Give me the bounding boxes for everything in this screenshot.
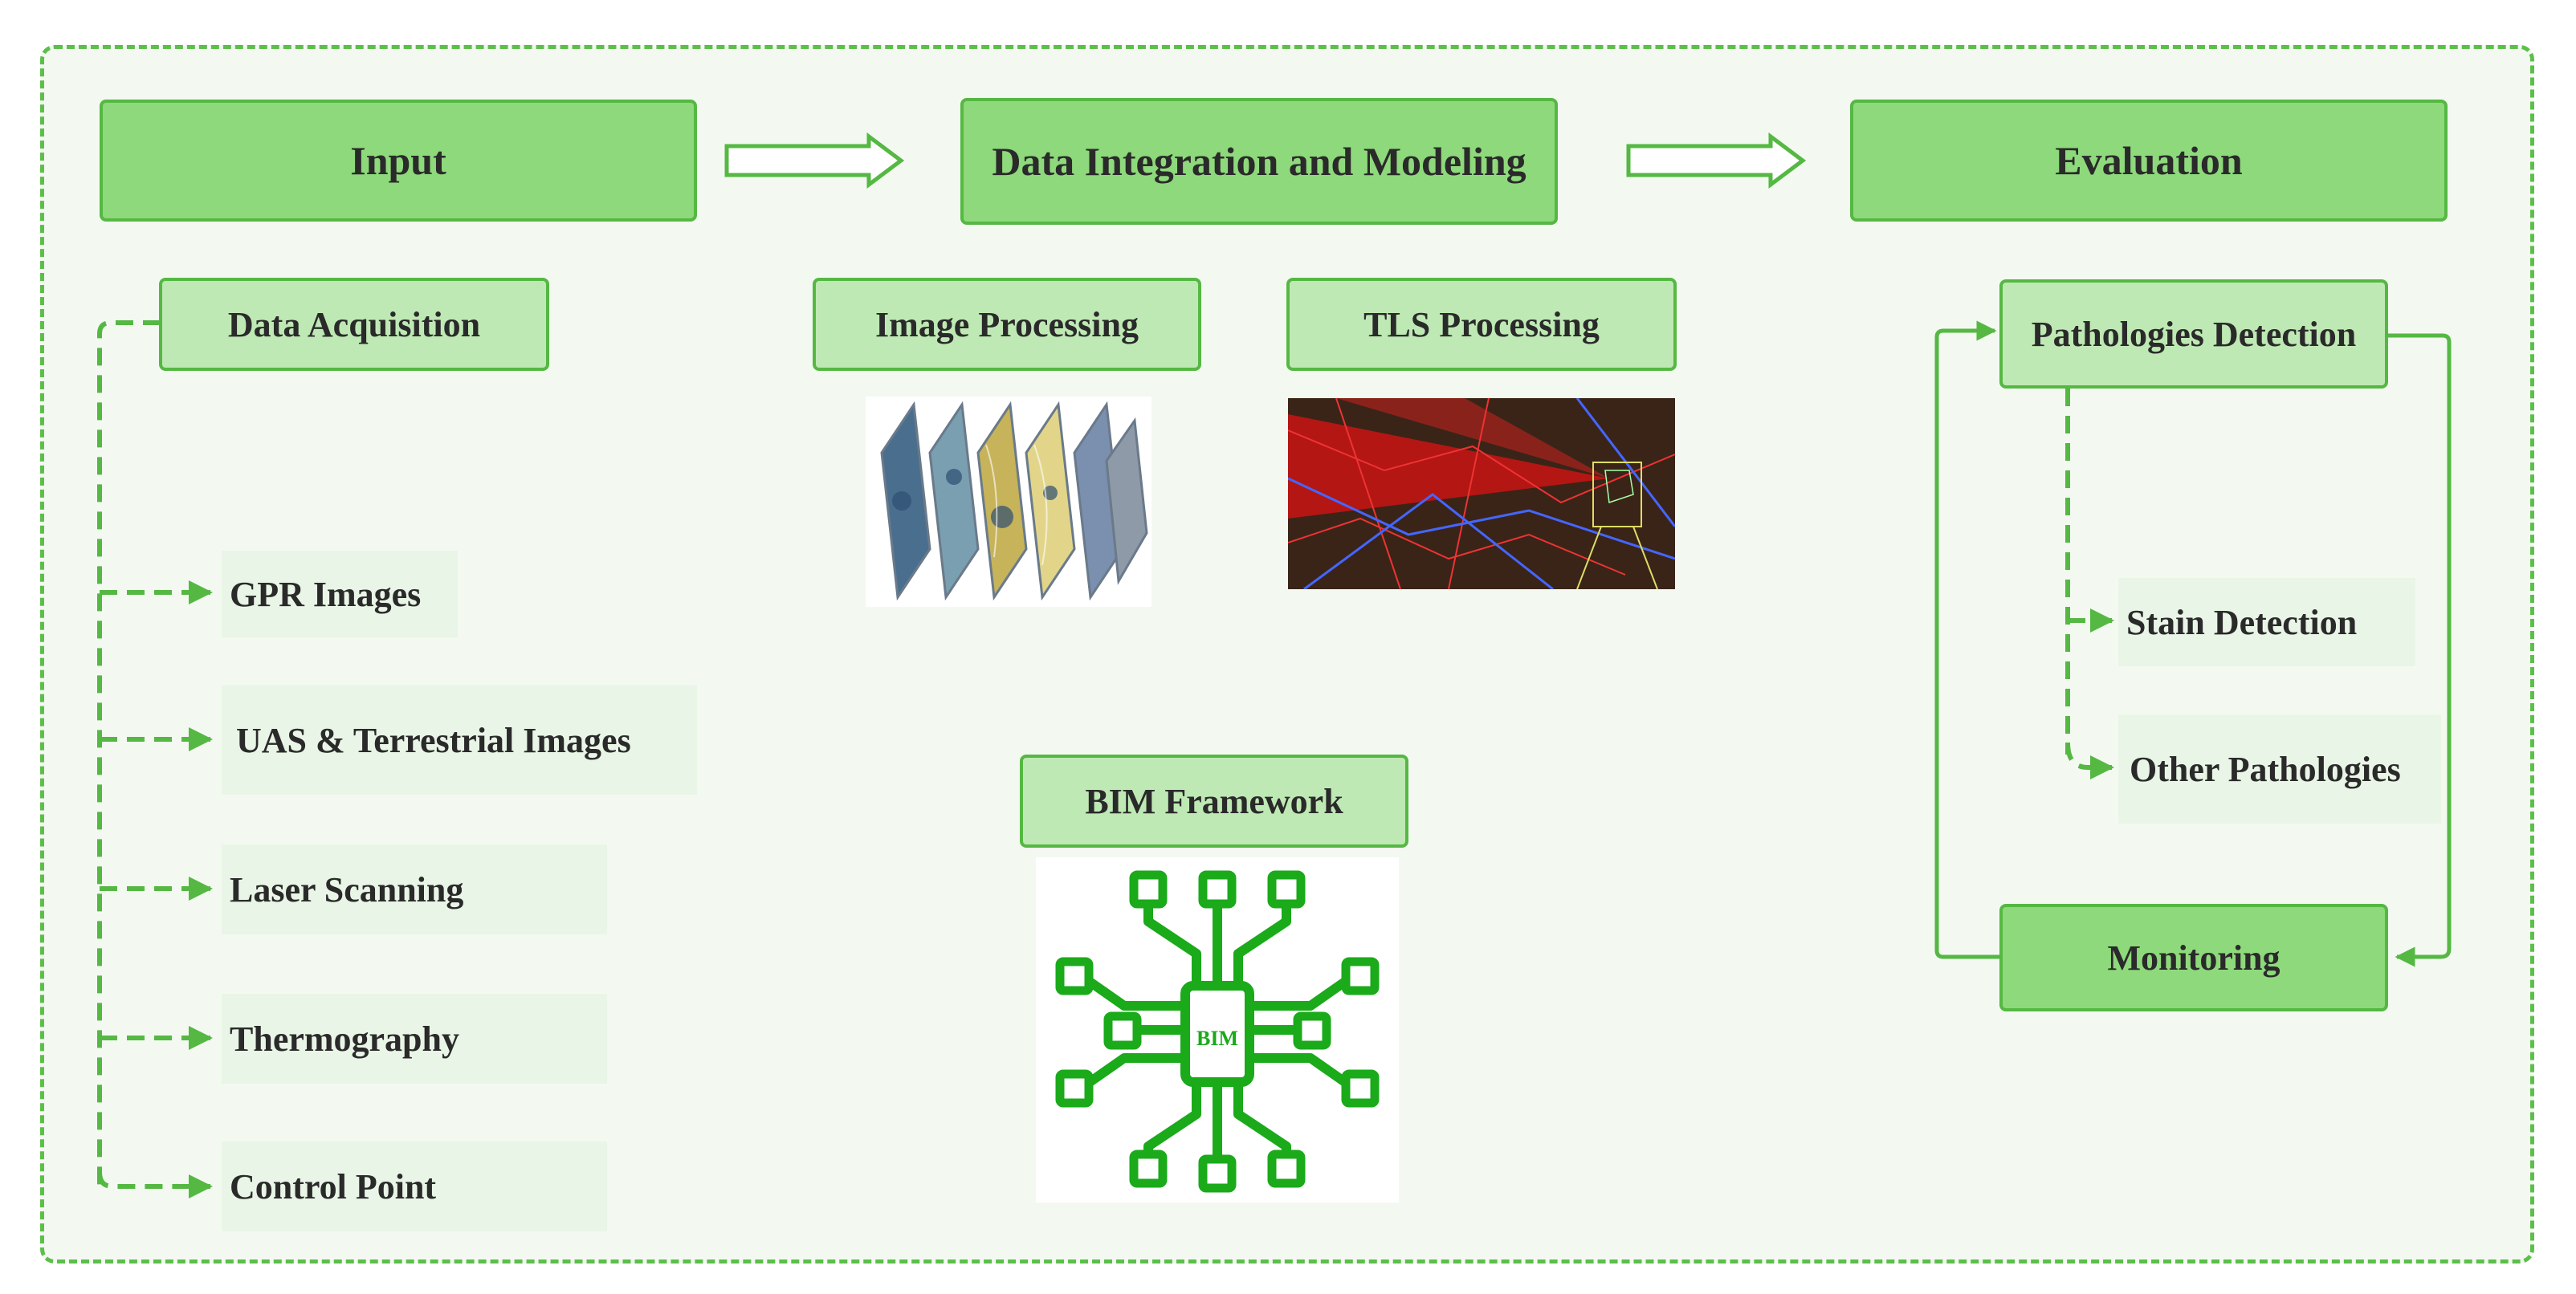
acquisition-tree (97, 320, 213, 1198)
pathology-item-other: Other Pathologies (2118, 714, 2441, 824)
acquisition-item-gpr: GPR Images (222, 551, 458, 637)
acquisition-item-thermography: Thermography (222, 994, 607, 1084)
bim-icon-label: BIM (1196, 1027, 1238, 1050)
pathologies-tree (2065, 389, 2114, 779)
tls-processing-box: TLS Processing (1286, 278, 1677, 371)
evaluation-stage: Evaluation (1850, 100, 2448, 222)
pathologies-detection-box: Pathologies Detection (1999, 279, 2388, 389)
evaluation-loop (1934, 320, 2452, 967)
input-stage: Input (100, 100, 697, 222)
data-acquisition-box: Data Acquisition (159, 278, 549, 371)
bim-circuit-icon: BIM (1036, 857, 1399, 1202)
tls-scan-icon (1287, 397, 1677, 591)
monitoring-box: Monitoring (1999, 904, 2388, 1011)
stage-arrow-2 (1626, 132, 1807, 189)
acquisition-item-uas: UAS & Terrestrial Images (222, 686, 697, 795)
bim-framework-box: BIM Framework (1020, 755, 1408, 848)
image-processing-box: Image Processing (813, 278, 1201, 371)
stage-arrow-1 (724, 132, 905, 189)
pathology-item-stain: Stain Detection (2118, 578, 2415, 666)
acquisition-item-laser: Laser Scanning (222, 844, 607, 934)
acquisition-item-control-point: Control Point (222, 1141, 607, 1231)
integration-stage: Data Integration and Modeling (960, 98, 1558, 225)
image-stack-icon (866, 397, 1151, 607)
